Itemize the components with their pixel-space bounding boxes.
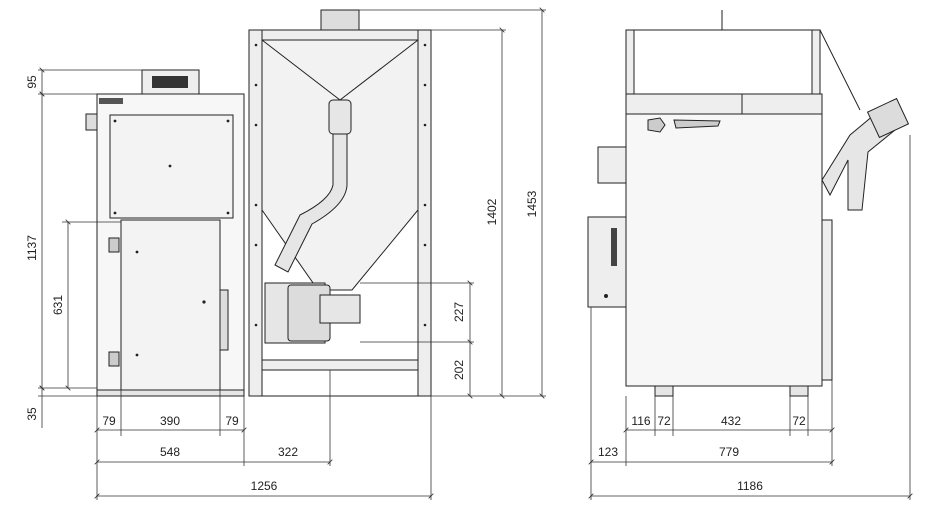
front-view	[85, 9, 432, 397]
dim-leg-width-left: 72	[657, 414, 671, 428]
chimney-handle	[85, 113, 98, 131]
dim-side-gap-left: 79	[102, 414, 116, 428]
dim-leg-offset: 116	[631, 414, 650, 428]
dim-feeder-clearance: 202	[452, 360, 466, 380]
dim-hopper-offset: 322	[278, 445, 298, 459]
burner-feeder	[264, 282, 361, 344]
side-front-door	[587, 146, 627, 308]
dim-body-depth: 779	[719, 445, 739, 459]
feed-pipe	[274, 99, 352, 273]
dim-door-width: 390	[160, 414, 180, 428]
handles	[647, 117, 721, 133]
dim-total-depth: 1186	[737, 479, 763, 493]
side-view	[587, 10, 910, 397]
dimension-labels: 95 1137 631 35 79 390 79 548 322 1256 14…	[25, 75, 806, 493]
dim-hopper-frame-height: 1402	[485, 198, 499, 225]
dim-total-width: 1256	[251, 479, 278, 493]
side-rear-panel	[821, 219, 833, 381]
side-body	[625, 10, 823, 387]
dim-leg-width-right: 72	[792, 414, 806, 428]
dim-boiler-width: 548	[160, 445, 180, 459]
dim-leg-spacing: 432	[721, 414, 741, 428]
dim-feeder-height: 227	[452, 302, 466, 322]
dimension-lines	[38, 10, 910, 500]
dim-side-gap-right: 79	[225, 414, 239, 428]
dim-controller-height: 95	[25, 75, 39, 89]
dim-base-height: 35	[25, 407, 39, 421]
side-legs	[654, 385, 809, 397]
side-feed-pipe	[819, 29, 910, 211]
controller-panel	[141, 69, 200, 95]
dim-door-height: 631	[51, 295, 65, 315]
dim-total-height: 1453	[525, 190, 539, 217]
boiler-door	[108, 219, 229, 391]
dim-front-projection: 123	[598, 445, 618, 459]
dim-boiler-height: 1137	[25, 235, 39, 261]
